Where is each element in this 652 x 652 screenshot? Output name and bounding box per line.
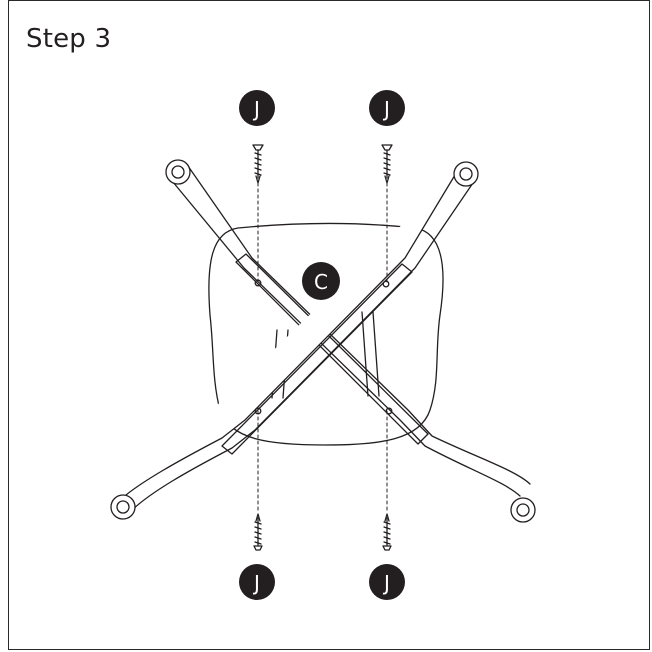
screw-bottom-right — [382, 513, 392, 551]
badge-label: J — [382, 571, 390, 595]
badge-label: J — [382, 97, 390, 121]
badge-bottom-right: J — [369, 564, 405, 600]
badge-top-left: J — [239, 90, 275, 126]
badge-label: J — [252, 97, 260, 121]
badge-bottom-left: J — [239, 564, 275, 600]
screw-top-left — [252, 144, 264, 184]
leg-cap-bottom-left — [110, 494, 136, 520]
leg-top-right-to-bottom-left — [119, 169, 476, 513]
badge-label: C — [314, 270, 328, 294]
leg-cap-top-right — [453, 161, 479, 187]
step-title: Step 3 — [26, 24, 112, 54]
leg-cap-bottom-right — [510, 497, 536, 523]
leg-top-left-to-bottom-right — [167, 165, 531, 497]
screw-top-right — [381, 144, 393, 184]
badge-top-right: J — [369, 90, 405, 126]
badge-seat: C — [302, 262, 340, 300]
badge-label: J — [252, 571, 260, 595]
back-support-right — [361, 311, 380, 397]
leg-cap-top-left — [165, 159, 191, 185]
screw-bottom-left — [253, 513, 263, 551]
alignment-guides — [257, 182, 388, 511]
